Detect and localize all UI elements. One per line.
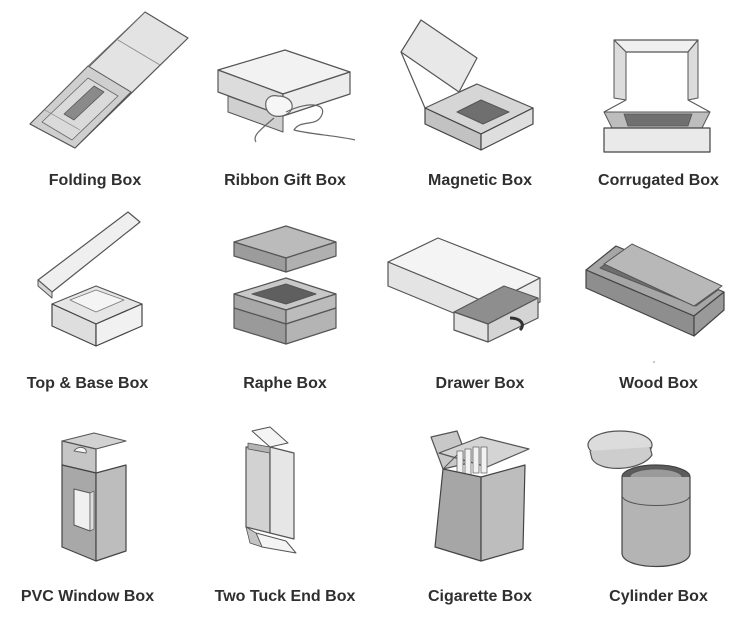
- raphe-box-icon: [233, 225, 337, 345]
- box-label: Ribbon Gift Box: [224, 172, 346, 189]
- box-label: Raphe Box: [243, 375, 327, 392]
- box-label: Cigarette Box: [427, 588, 533, 605]
- box-label: Magnetic Box: [427, 172, 532, 189]
- pvc-window-box-icon: [61, 432, 127, 562]
- box-label: Cylinder Box: [609, 588, 708, 605]
- box-item-ribbon-gift: Ribbon Gift Box: [190, 0, 380, 200]
- ribbon-gift-box-icon: [217, 49, 356, 143]
- box-label: Drawer Box: [435, 375, 525, 392]
- box-label: PVC Window Box: [20, 588, 155, 605]
- box-item-wood: Wood Box: [570, 200, 747, 410]
- magnetic-box-icon: [400, 19, 534, 151]
- box-label: Top & Base Box: [26, 375, 149, 392]
- box-item-cigarette: Cigarette Box: [385, 415, 575, 628]
- box-label: Folding Box: [48, 172, 142, 189]
- box-item-cylinder: Cylinder Box: [570, 415, 747, 628]
- box-item-pvc-window: PVC Window Box: [0, 415, 175, 628]
- box-item-magnetic: Magnetic Box: [385, 0, 575, 200]
- box-item-corrugated: Corrugated Box: [570, 0, 747, 200]
- box-item-raphe: Raphe Box: [190, 200, 380, 410]
- cigarette-box-icon: [430, 430, 530, 562]
- box-item-top-base: Top & Base Box: [0, 200, 175, 410]
- two-tuck-end-box-icon: [245, 426, 297, 554]
- box-label: Two Tuck End Box: [214, 588, 356, 605]
- wood-box-icon: [585, 243, 725, 363]
- box-item-drawer: Drawer Box: [380, 200, 580, 410]
- box-item-folding: Folding Box: [0, 0, 190, 200]
- folding-box-icon: [29, 11, 189, 149]
- drawer-box-icon: [387, 237, 541, 343]
- box-item-two-tuck-end: Two Tuck End Box: [190, 415, 380, 628]
- corrugated-box-icon: [603, 39, 711, 153]
- box-label: Corrugated Box: [598, 172, 719, 189]
- cylinder-box-icon: [587, 430, 691, 567]
- top-base-box-icon: [37, 211, 143, 347]
- box-label: Wood Box: [619, 375, 698, 392]
